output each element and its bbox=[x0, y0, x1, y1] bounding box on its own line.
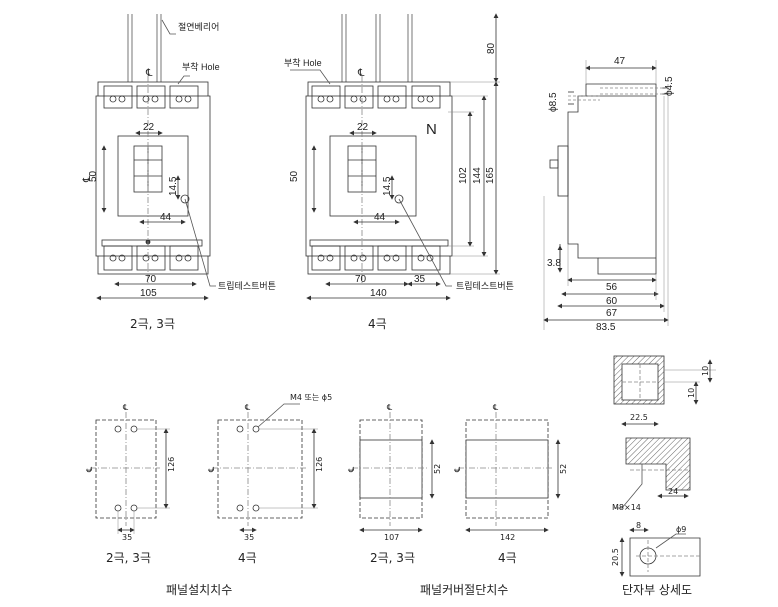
dim-142: 142 bbox=[500, 533, 515, 542]
trip-test-button-label: 트립테스트버튼 bbox=[218, 281, 276, 291]
panel-cut-caption: 패널커버절단치수 bbox=[420, 583, 508, 597]
dim-60: 60 bbox=[606, 296, 618, 307]
center-mark-vertical: ℄ bbox=[82, 175, 93, 183]
center-mark-p4: ℄ bbox=[493, 403, 499, 412]
dim-22-5: 22.5 bbox=[630, 413, 648, 422]
dim-35-p2: 35 bbox=[244, 533, 254, 542]
center-mark-label: ℄ bbox=[145, 68, 153, 79]
dim-8: 8 bbox=[636, 521, 641, 530]
caption-p4: 4극 bbox=[498, 551, 517, 565]
center-mark-p1: ℄ bbox=[123, 403, 129, 412]
dim-47: 47 bbox=[614, 56, 626, 67]
dim-165: 165 bbox=[485, 167, 496, 184]
dim-14-5: 14.5 bbox=[168, 176, 179, 196]
dim-70-4p: 70 bbox=[355, 274, 367, 285]
neutral-label: N bbox=[426, 121, 437, 138]
dim-83-5: 83.5 bbox=[596, 322, 616, 333]
mount-hole-label: 부착 Hole bbox=[182, 62, 220, 72]
dim-phi4-5: ϕ4.5 bbox=[664, 76, 675, 96]
center-mark-4p: ℄ bbox=[357, 68, 365, 79]
dim-67: 67 bbox=[606, 308, 618, 319]
front-view-4p bbox=[290, 13, 500, 301]
caption-p3: 2극, 3극 bbox=[370, 551, 415, 565]
side-view bbox=[543, 60, 669, 330]
dim-105: 105 bbox=[140, 288, 157, 299]
dim-56: 56 bbox=[606, 282, 618, 293]
dim-22: 22 bbox=[143, 122, 155, 133]
dim-10a: 10 bbox=[701, 366, 710, 376]
center-mark-p3: ℄ bbox=[387, 403, 393, 412]
terminal-detail bbox=[613, 355, 716, 577]
panel-cut-2p3p bbox=[352, 412, 435, 533]
dim-24: 24 bbox=[668, 487, 678, 496]
caption-2p3p: 2극, 3극 bbox=[130, 317, 175, 331]
dim-35-p1: 35 bbox=[122, 533, 132, 542]
dim-14-5-4p: 14.5 bbox=[382, 176, 393, 196]
panel-mount-2p3p bbox=[90, 412, 170, 534]
dim-70: 70 bbox=[145, 274, 157, 285]
dim-50-4p: 50 bbox=[289, 170, 300, 182]
dim-phi8-5: ϕ8.5 bbox=[548, 92, 559, 112]
dim-phi9: ϕ9 bbox=[676, 525, 686, 534]
center-mark-p3-side: ℄ bbox=[347, 466, 356, 472]
dim-50: 50 bbox=[88, 170, 99, 182]
terminal-detail-caption: 단자부 상세도 bbox=[622, 583, 692, 597]
trip-test-button-label-4p: 트립테스트버튼 bbox=[456, 281, 514, 291]
dim-140: 140 bbox=[370, 288, 387, 299]
insulation-barrier-label: 절연베리어 bbox=[178, 21, 219, 32]
dim-22-4p: 22 bbox=[357, 122, 369, 133]
m4-or-phi5-note: M4 또는 ϕ5 bbox=[290, 393, 332, 402]
center-mark-p4-side: ℄ bbox=[453, 466, 462, 472]
dim-35-4p: 35 bbox=[414, 274, 426, 285]
front-view-2p3p bbox=[95, 14, 216, 301]
caption-p2: 4극 bbox=[238, 551, 257, 565]
dim-144: 144 bbox=[472, 167, 483, 184]
caption-4p: 4극 bbox=[368, 317, 387, 331]
panel-mount-4p bbox=[212, 403, 318, 533]
center-mark-p2: ℄ bbox=[245, 403, 251, 412]
dim-44: 44 bbox=[160, 212, 172, 223]
dim-52-p3: 52 bbox=[433, 464, 442, 474]
dim-52-p4: 52 bbox=[559, 464, 568, 474]
dim-44-4p: 44 bbox=[374, 212, 386, 223]
caption-p1: 2극, 3극 bbox=[106, 551, 151, 565]
panel-mount-caption: 패널설치치수 bbox=[166, 583, 232, 597]
dim-3-8: 3.8 bbox=[547, 258, 561, 269]
dim-126-p1: 126 bbox=[167, 457, 176, 472]
dim-10b: 10 bbox=[687, 388, 696, 398]
dim-126-p2: 126 bbox=[315, 457, 324, 472]
dim-102: 102 bbox=[458, 167, 469, 184]
panel-cut-4p bbox=[458, 412, 561, 533]
m8x14-label: M8×14 bbox=[612, 503, 641, 512]
center-mark-p1-side: ℄ bbox=[85, 466, 94, 472]
dim-107: 107 bbox=[384, 533, 399, 542]
mount-hole-label-4p: 부착 Hole bbox=[284, 58, 322, 68]
dim-80: 80 bbox=[486, 42, 497, 54]
center-mark-p2-side: ℄ bbox=[207, 466, 216, 472]
dim-20-5: 20.5 bbox=[611, 548, 620, 566]
